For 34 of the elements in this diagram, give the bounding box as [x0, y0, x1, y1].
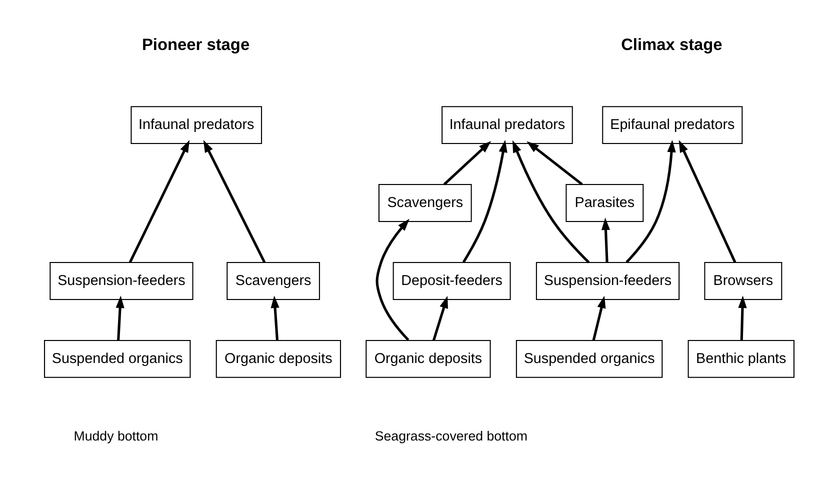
node-box: Infaunal predators — [441, 106, 572, 144]
node-box: Browsers — [704, 262, 782, 300]
node-box: Suspended organics — [515, 340, 662, 378]
arrow — [202, 140, 266, 263]
node-box: Organic deposits — [215, 340, 341, 378]
arrow — [738, 296, 746, 340]
arrow — [625, 140, 676, 264]
arrow — [432, 296, 448, 341]
arrow — [462, 140, 507, 263]
arrow — [512, 140, 590, 264]
node-box: Suspension-feeders — [49, 262, 193, 300]
node-box: Organic deposits — [365, 340, 490, 378]
arrow — [526, 141, 582, 186]
arrow — [128, 140, 190, 263]
node-box: Scavengers — [378, 184, 472, 222]
arrow — [375, 218, 410, 341]
node-box: Deposit-feeders — [392, 262, 510, 300]
node-box: Parasites — [565, 184, 644, 222]
arrow — [600, 218, 610, 262]
node-box: Benthic plants — [687, 340, 794, 378]
arrow — [442, 140, 491, 186]
node-box: Infaunal predators — [130, 106, 262, 144]
node-box: Suspended organics — [44, 340, 190, 378]
label: Muddy bottom — [73, 428, 158, 444]
arrow — [678, 140, 736, 263]
arrow — [592, 296, 606, 341]
node-box: Suspension-feeders — [535, 262, 680, 300]
label: Pioneer stage — [141, 36, 250, 54]
arrow — [115, 296, 124, 340]
label: Climax stage — [620, 36, 722, 54]
arrow — [270, 296, 279, 340]
label: Seagrass-covered bottom — [374, 428, 527, 444]
node-box: Epifaunal predators — [602, 106, 742, 144]
node-box: Scavengers — [226, 262, 320, 300]
